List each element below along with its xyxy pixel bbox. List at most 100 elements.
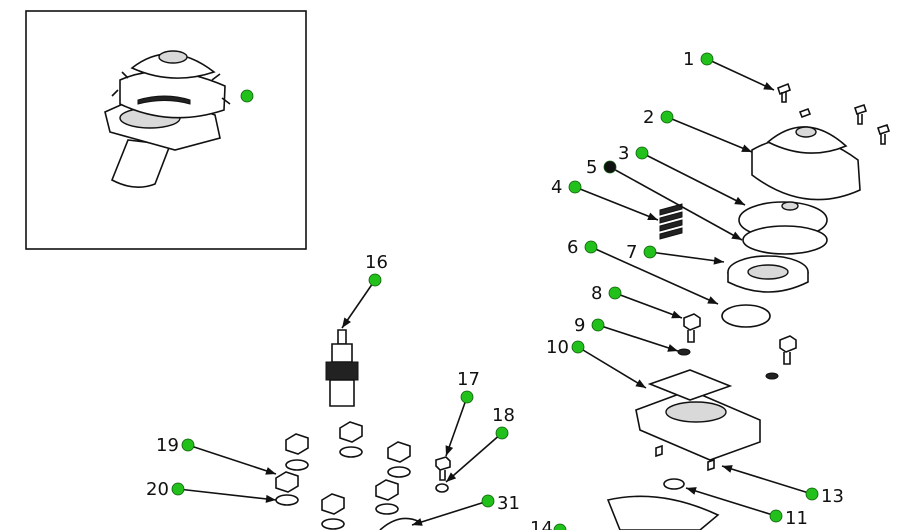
callout-dot[interactable] [495, 426, 509, 440]
callout-dot[interactable] [608, 286, 622, 300]
inset-bolts [111, 71, 231, 105]
callout-11[interactable]: 11 [769, 508, 808, 529]
callout-6[interactable]: 6 [567, 237, 598, 258]
nut-washer-cluster [275, 421, 451, 530]
leader-line [411, 500, 489, 526]
callout-number: 14 [530, 518, 553, 530]
callout-dot[interactable] [700, 52, 714, 66]
arrowhead [445, 445, 454, 456]
arrowhead [342, 317, 351, 328]
callout-number: 20 [146, 479, 169, 500]
arrowhead [635, 379, 646, 388]
sensor-tip [337, 329, 347, 345]
nut-set [275, 421, 411, 530]
callout-16[interactable]: 16 [365, 252, 388, 287]
callout-dot[interactable] [460, 390, 474, 404]
sensor-plug [325, 329, 359, 407]
washer [321, 518, 345, 530]
callout-17[interactable]: 17 [457, 369, 480, 404]
callout-number: 7 [626, 242, 637, 263]
callout-10[interactable]: 10 [546, 337, 585, 358]
callout-dot[interactable] [805, 487, 819, 501]
callout-number: 8 [591, 283, 602, 304]
callout-dot[interactable] [368, 273, 382, 287]
flange-bore [665, 401, 727, 423]
callout-13[interactable]: 13 [805, 486, 844, 507]
callout-dot[interactable] [171, 482, 185, 496]
callout-dot[interactable] [603, 160, 617, 174]
callout-5[interactable]: 5 [586, 157, 617, 178]
leader-line [706, 58, 775, 91]
leader-lines [177, 58, 813, 526]
callout-number: 16 [365, 252, 388, 273]
spring-coils [659, 203, 683, 240]
callout-14[interactable]: 14 [530, 518, 567, 530]
nut [275, 471, 299, 493]
callout-8[interactable]: 8 [591, 283, 622, 304]
callout-31[interactable]: 31 [481, 493, 520, 514]
nut [375, 479, 399, 501]
callout-number: 4 [551, 177, 562, 198]
arrowhead [647, 212, 658, 221]
callout-3[interactable]: 3 [618, 143, 649, 164]
washer [285, 459, 309, 471]
callout-20[interactable]: 20 [146, 479, 185, 500]
arrowhead [265, 494, 276, 503]
callout-dot[interactable] [769, 509, 783, 523]
arrowhead [671, 310, 682, 319]
callout-number: 2 [643, 107, 654, 128]
leader-line [187, 444, 277, 475]
callout-dot[interactable] [481, 494, 495, 508]
washer [275, 494, 299, 506]
inset-pipe [110, 139, 172, 188]
callout-dot[interactable] [584, 240, 598, 254]
sensor-thread [329, 379, 355, 407]
callout-dot[interactable] [660, 110, 674, 124]
callout-dot[interactable] [553, 523, 567, 530]
arrowhead [265, 467, 276, 475]
callout-dot[interactable] [571, 340, 585, 354]
callout-18[interactable]: 18 [492, 405, 515, 440]
callout-number: 9 [574, 315, 585, 336]
callout-dot[interactable] [643, 245, 657, 259]
screw [777, 82, 791, 103]
small-o-ring [721, 304, 771, 328]
callout-dot[interactable] [568, 180, 582, 194]
callout-2[interactable]: 2 [643, 107, 674, 128]
large-o-ring [742, 225, 828, 255]
callout-dot[interactable] [591, 318, 605, 332]
washer [375, 503, 399, 515]
washer [677, 348, 691, 356]
leader-line [614, 292, 683, 319]
leader-line [590, 246, 719, 305]
leader-line [574, 186, 659, 221]
nut [321, 493, 345, 515]
screw [876, 123, 891, 145]
base-gasket [606, 495, 720, 530]
inset-stripe [137, 95, 191, 105]
callout-dot[interactable] [635, 146, 649, 160]
callout-number: 18 [492, 405, 515, 426]
callout-4[interactable]: 4 [551, 177, 582, 198]
arrowhead [734, 196, 745, 205]
callout-19[interactable]: 19 [156, 435, 195, 456]
leader-line [649, 251, 725, 263]
nut [339, 421, 363, 443]
spring [659, 203, 683, 240]
callout-dot[interactable] [181, 438, 195, 452]
callout-1[interactable]: 1 [683, 49, 714, 70]
small-washer [435, 483, 449, 493]
partial-element-31 [379, 517, 421, 530]
inset-callout-dot[interactable] [240, 89, 254, 103]
callout-7[interactable]: 7 [626, 242, 657, 263]
callout-number: 31 [497, 493, 520, 514]
bolt [683, 313, 701, 343]
exploded-actuator-stack [606, 82, 891, 530]
housing-opening [747, 264, 789, 280]
callout-9[interactable]: 9 [574, 315, 605, 336]
arrowhead [686, 487, 697, 495]
arrowhead [667, 344, 678, 352]
leader-line [721, 465, 813, 495]
